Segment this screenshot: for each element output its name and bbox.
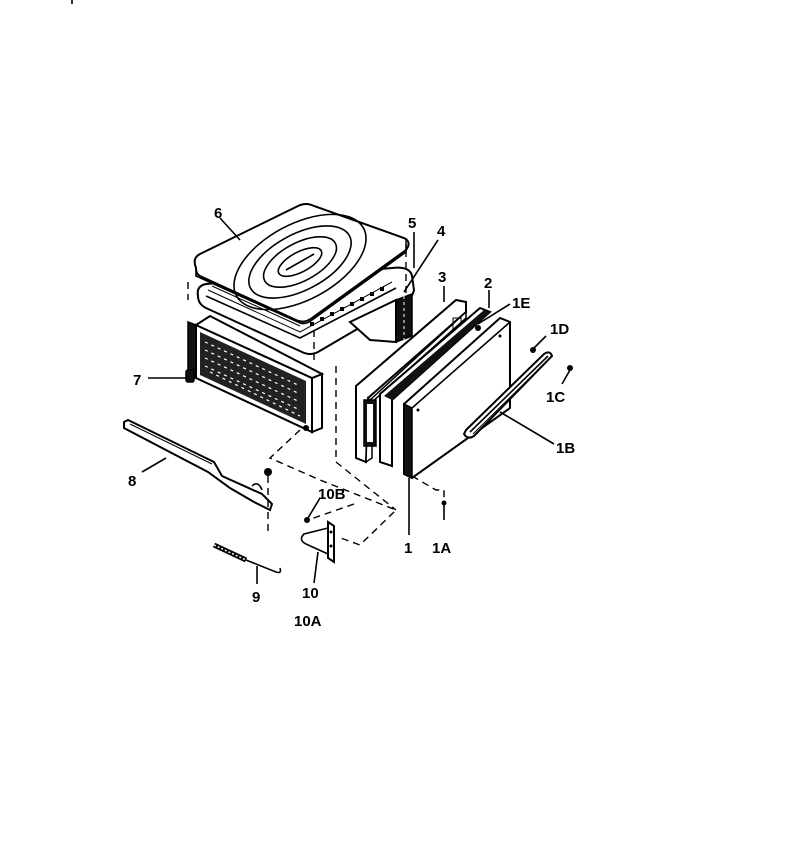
callout-10b: 10B (318, 486, 346, 503)
callout-2: 2 (484, 275, 492, 292)
callout-7: 7 (133, 372, 141, 389)
callout-10: 10 (302, 585, 319, 602)
callout-4: 4 (437, 223, 446, 240)
callout-1e: 1E (512, 295, 530, 312)
leader-lines (141, 217, 571, 584)
callout-9: 9 (252, 589, 260, 606)
insulation (379, 306, 492, 468)
callout-3: 3 (438, 269, 446, 286)
screw-1c (567, 365, 573, 371)
callout-6: 6 (214, 205, 222, 222)
screw-1a (441, 500, 447, 506)
callout-labels: 6 5 4 3 2 1E 1D 1C 1B 1 1A 7 8 9 10 10A … (128, 205, 575, 630)
callout-1d: 1D (550, 321, 569, 338)
callout-1c: 1C (546, 389, 565, 406)
handle (462, 351, 554, 439)
callout-8: 8 (128, 473, 136, 490)
bracket (300, 520, 335, 564)
fastener-1e (475, 325, 481, 331)
rear-panel (348, 292, 413, 344)
drawer-front-inner (355, 298, 467, 464)
spring (212, 542, 282, 574)
callout-5: 5 (408, 215, 416, 232)
callout-1: 1 (404, 540, 412, 557)
callout-1b: 1B (556, 440, 575, 457)
screw-10b (304, 517, 310, 523)
pan-top (193, 203, 410, 325)
slide-rail (123, 418, 274, 512)
screw-8 (264, 468, 272, 476)
drawer-front-panel (403, 316, 511, 480)
callout-1a: 1A (432, 540, 451, 557)
callout-10a: 10A (294, 613, 322, 630)
